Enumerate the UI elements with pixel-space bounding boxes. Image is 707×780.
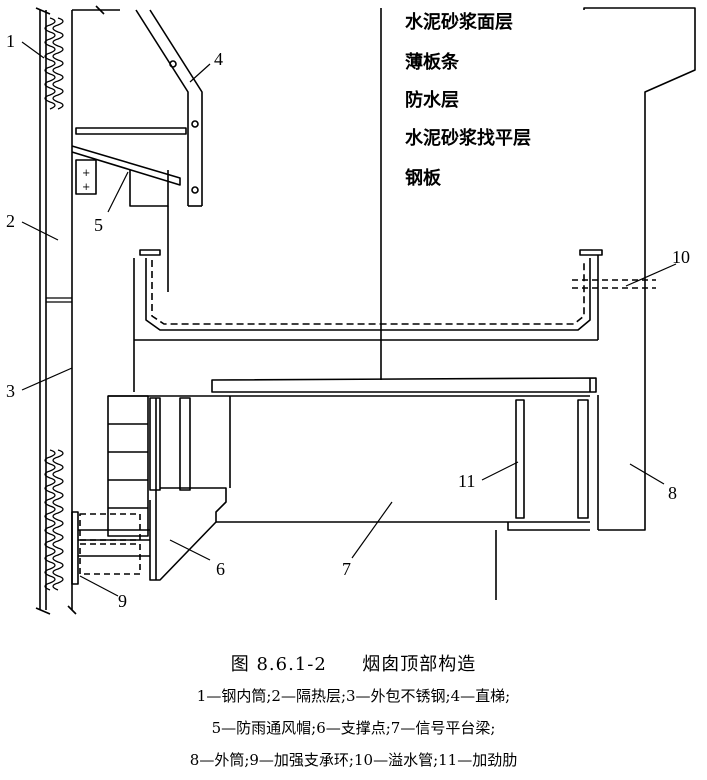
callout-10: 10 [672, 247, 690, 267]
layer-label-steel-plate: 钢板 [405, 168, 441, 189]
stiffening-rib [515, 399, 589, 519]
callout-7: 7 [342, 559, 351, 579]
overflow-pipe [572, 279, 656, 289]
callout-11: 11 [458, 471, 476, 491]
platform-parapet-left [133, 249, 161, 392]
callout-5: 5 [94, 215, 103, 235]
callout-8: 8 [668, 483, 677, 503]
layer-label-cement-mortar-surface: 水泥砂浆面层 [405, 12, 513, 33]
callout-1: 1 [6, 31, 15, 51]
layer-label-waterproof: 防水层 [405, 90, 459, 111]
signal-platform-beam [108, 395, 590, 600]
layer-label-leveling-mortar: 水泥砂浆找平层 [405, 128, 531, 149]
callout-6: 6 [216, 559, 225, 579]
callout-4: 4 [214, 49, 223, 69]
steel-inner-flue [35, 7, 51, 615]
legend-line-3: 8—外筒;9—加强支承环;10—溢水管;11—加劲肋 [189, 751, 518, 769]
callout-2: 2 [6, 211, 15, 231]
insulation-layer [44, 17, 72, 591]
legend-line-2: 5—防雨通风帽;6—支撑点;7—信号平台梁; [211, 719, 496, 737]
steel-plate [211, 377, 597, 393]
callout-3: 3 [6, 381, 15, 401]
reinforced-support-ring [71, 511, 150, 585]
figure-number: 图 8.6.1-2 [230, 654, 327, 675]
support-bracket [107, 395, 227, 581]
rainproof-ventilation-cap: + + [71, 127, 187, 292]
layer-label-thin-battens: 薄板条 [405, 52, 459, 73]
outer-shell [583, 7, 696, 531]
callout-9: 9 [118, 591, 127, 611]
svg-text:+: + [82, 182, 90, 193]
chimney-top-section-drawing: + + [21, 5, 696, 615]
figure-title: 烟囱顶部构造 [362, 654, 477, 675]
figure-caption: 图 8.6.1-2 烟囱顶部构造 [0, 650, 707, 676]
legend-line-1: 1—钢内筒;2—隔热层;3—外包不锈钢;4—直梯; [196, 687, 511, 705]
stainless-cladding [67, 5, 120, 615]
callout-leaders [21, 41, 677, 597]
platform-roof-slab [134, 249, 603, 341]
straight-ladder [135, 9, 203, 207]
svg-text:+: + [82, 168, 90, 179]
